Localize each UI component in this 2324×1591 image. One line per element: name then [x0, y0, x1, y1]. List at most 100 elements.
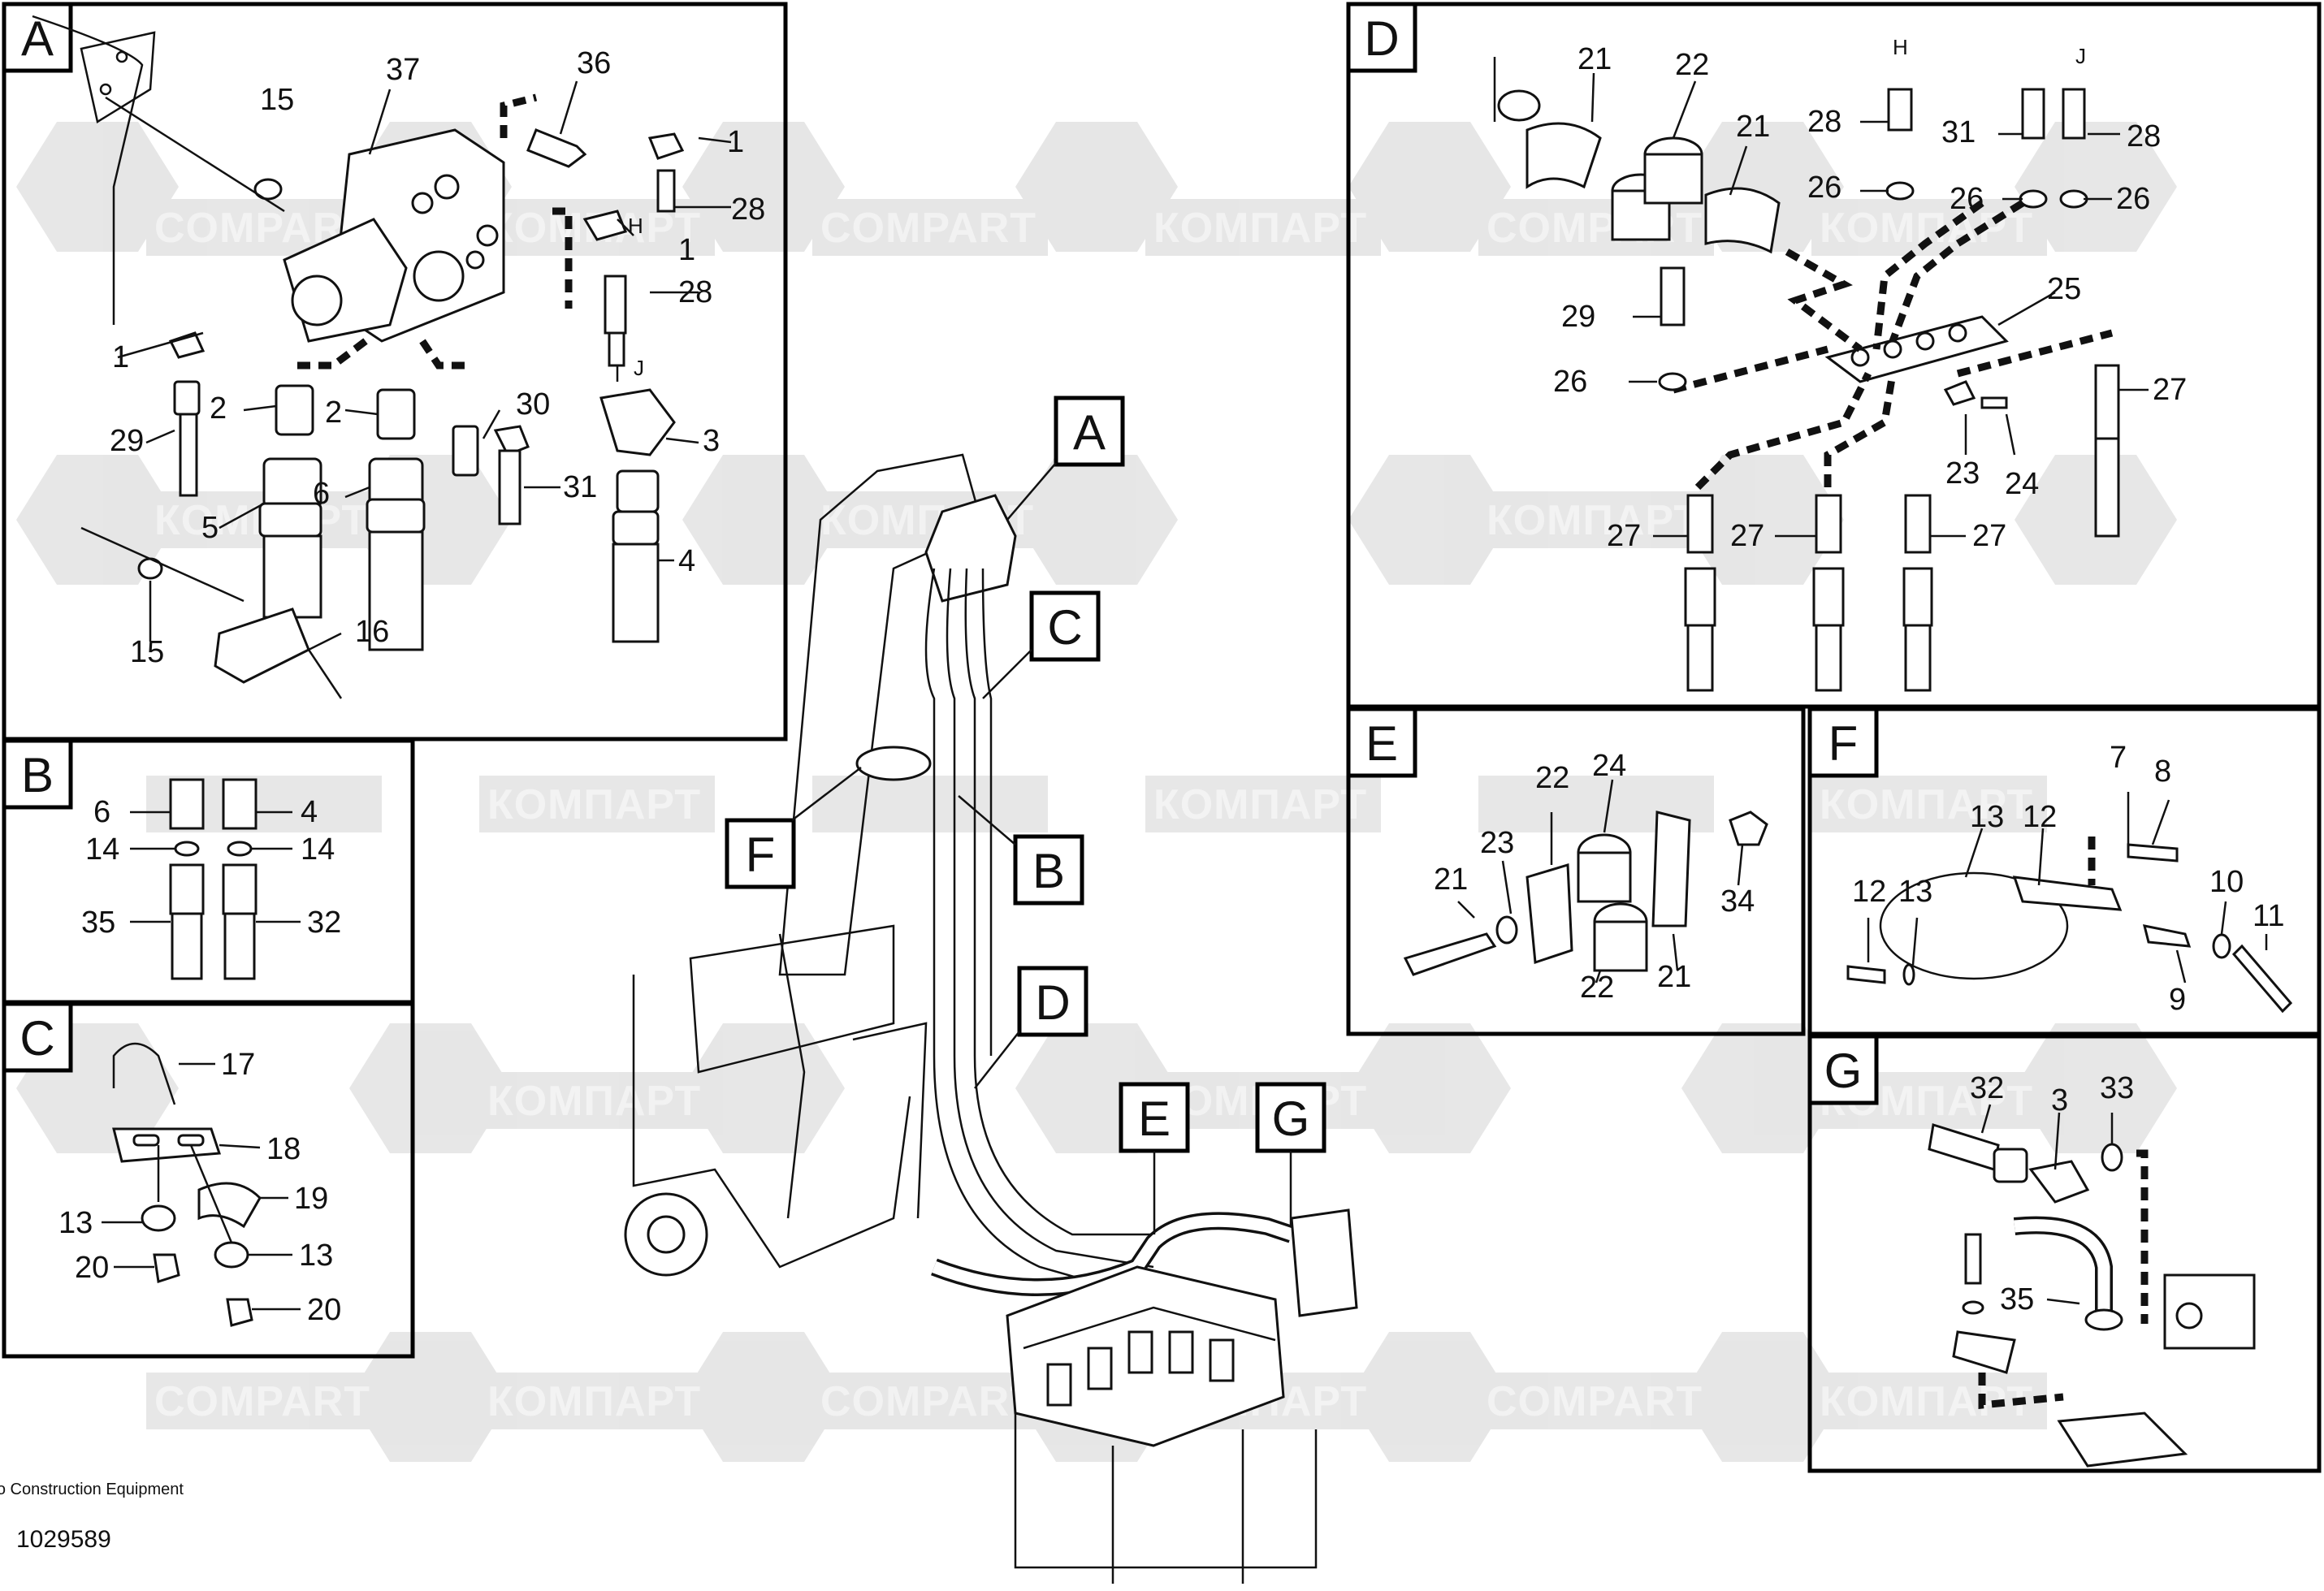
- svg-text:G: G: [1272, 1092, 1310, 1146]
- callout-a[interactable]: A: [1006, 396, 1125, 521]
- svg-text:B: B: [1032, 844, 1065, 898]
- svg-text:32: 32: [1970, 1071, 2004, 1105]
- panel-b-tag: B: [21, 748, 54, 802]
- svg-text:8: 8: [2154, 754, 2171, 789]
- panel-f: F 13 12 7 8 12 13 10 11 9: [1807, 707, 2322, 1036]
- svg-text:1: 1: [678, 233, 695, 267]
- callout-e[interactable]: E: [1119, 1082, 1190, 1234]
- svg-text:13: 13: [1898, 875, 1932, 909]
- panel-b: B 6 4 14 14 35 32: [2, 738, 415, 1005]
- svg-text:32: 32: [307, 906, 341, 940]
- svg-text:26: 26: [1950, 182, 1984, 216]
- svg-text:14: 14: [301, 832, 335, 867]
- svg-text:6: 6: [313, 477, 330, 511]
- panel-f-tag: F: [1828, 716, 1859, 771]
- svg-text:2: 2: [210, 391, 227, 426]
- panel-c-tag: C: [19, 1011, 54, 1066]
- panel-a: A: [2, 2, 788, 741]
- svg-text:29: 29: [110, 424, 144, 458]
- svg-text:27: 27: [1972, 519, 2006, 553]
- svg-text:COMPART: COMPART: [820, 1378, 1036, 1425]
- svg-text:24: 24: [2005, 467, 2039, 501]
- svg-text:C: C: [1047, 600, 1082, 655]
- callout-b[interactable]: B: [958, 795, 1084, 906]
- svg-text:H: H: [1893, 35, 1908, 59]
- svg-text:35: 35: [2000, 1282, 2034, 1316]
- svg-text:3: 3: [703, 424, 720, 458]
- svg-text:28: 28: [731, 192, 765, 227]
- svg-text:33: 33: [2100, 1071, 2134, 1105]
- svg-text:29: 29: [1561, 300, 1595, 334]
- svg-text:28: 28: [2127, 119, 2161, 153]
- svg-text:11: 11: [2253, 899, 2284, 933]
- svg-text:COMPART: COMPART: [154, 1378, 370, 1425]
- svg-text:36: 36: [577, 46, 611, 80]
- svg-text:6: 6: [93, 795, 110, 829]
- svg-text:13: 13: [299, 1239, 333, 1273]
- callout-d[interactable]: D: [974, 966, 1088, 1089]
- svg-text:COMPART: COMPART: [820, 205, 1036, 252]
- svg-text:5: 5: [201, 511, 219, 545]
- svg-text:14: 14: [85, 832, 119, 867]
- svg-text:КОМПАРТ: КОМПАРТ: [487, 781, 701, 828]
- svg-text:4: 4: [301, 795, 318, 829]
- svg-text:26: 26: [1553, 365, 1587, 399]
- svg-text:22: 22: [1675, 48, 1709, 82]
- watermark-text-layer: COMPART COMPART COMPART КОМПАРТ КОМПАРТ …: [154, 205, 2033, 1425]
- svg-text:21: 21: [1657, 960, 1691, 994]
- svg-text:20: 20: [75, 1251, 109, 1285]
- svg-text:12: 12: [2023, 800, 2057, 834]
- svg-text:17: 17: [221, 1048, 255, 1082]
- svg-text:30: 30: [516, 387, 550, 422]
- svg-text:31: 31: [563, 470, 597, 504]
- svg-text:КОМПАРТ: КОМПАРТ: [1153, 781, 1367, 828]
- svg-text:КОМПАРТ: КОМПАРТ: [487, 1078, 701, 1125]
- svg-text:COMPART: COMPART: [1487, 1378, 1703, 1425]
- svg-text:15: 15: [260, 83, 294, 117]
- svg-text:22: 22: [1535, 761, 1569, 795]
- svg-text:15: 15: [130, 635, 164, 669]
- svg-text:H: H: [628, 214, 643, 238]
- footer: Volvo Construction Equipment 1029589: [0, 1481, 184, 1553]
- svg-text:КОМПАРТ: КОМПАРТ: [1820, 781, 2033, 828]
- svg-text:КОМПАРТ: КОМПАРТ: [1487, 497, 1700, 544]
- svg-text:31: 31: [1941, 115, 1976, 149]
- callout-c[interactable]: C: [982, 590, 1101, 699]
- panel-e: E 21 22 24 23 34 22 21: [1346, 707, 1806, 1036]
- svg-text:13: 13: [58, 1206, 93, 1240]
- panel-a-tag: A: [21, 11, 54, 66]
- svg-text:35: 35: [81, 906, 115, 940]
- svg-text:18: 18: [266, 1132, 301, 1166]
- svg-text:20: 20: [307, 1293, 341, 1327]
- panel-c: C 17 18 19 13 13 20 20: [2, 1001, 415, 1359]
- callout-g[interactable]: G: [1255, 1082, 1326, 1226]
- svg-text:25: 25: [2047, 272, 2081, 306]
- panel-g: G 32 3 33 35: [1807, 1034, 2322, 1473]
- svg-text:21: 21: [1577, 42, 1612, 76]
- drawing-number: 1029589: [16, 1526, 111, 1553]
- svg-text:23: 23: [1480, 826, 1514, 860]
- svg-text:26: 26: [2116, 182, 2150, 216]
- svg-text:J: J: [634, 356, 644, 380]
- callout-f[interactable]: F: [725, 767, 862, 889]
- svg-text:9: 9: [2169, 983, 2186, 1017]
- svg-text:26: 26: [1807, 171, 1841, 205]
- machine-overview: A C F B D E G: [624, 396, 1358, 1584]
- svg-text:13: 13: [1970, 800, 2004, 834]
- panel-d-tag: D: [1364, 11, 1399, 66]
- svg-text:4: 4: [678, 544, 695, 578]
- svg-text:34: 34: [1720, 884, 1755, 919]
- svg-text:J: J: [2075, 44, 2086, 68]
- svg-text:12: 12: [1852, 875, 1886, 909]
- svg-text:1: 1: [727, 125, 744, 159]
- svg-text:37: 37: [386, 53, 420, 87]
- svg-text:D: D: [1035, 975, 1070, 1030]
- panel-e-tag: E: [1365, 716, 1398, 771]
- svg-text:10: 10: [2209, 865, 2244, 899]
- panel-d: D: [1346, 2, 2322, 709]
- svg-text:23: 23: [1945, 456, 1980, 491]
- svg-text:28: 28: [678, 275, 712, 309]
- svg-text:27: 27: [1607, 519, 1641, 553]
- svg-text:16: 16: [355, 615, 389, 649]
